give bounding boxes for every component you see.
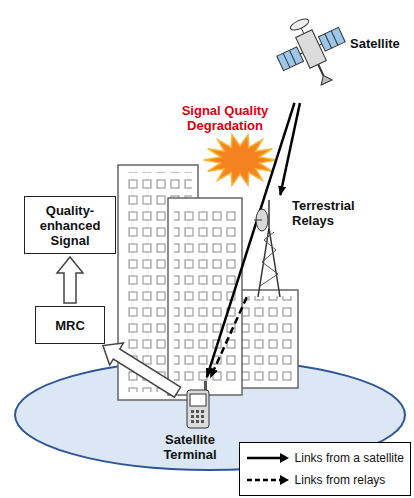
relay-tower-icon: Terrestrial Relays [248, 198, 290, 298]
satellite-icon: Satellite [275, 2, 347, 100]
process-flow-arrow [57, 257, 83, 303]
node-label: Terrestrial Relays [292, 198, 374, 228]
signal-link [207, 103, 295, 377]
signal-link [211, 297, 247, 377]
box-text: Quality-enhanced Signal [30, 203, 110, 248]
legend-row: Links from a satellite [246, 447, 404, 469]
legend-sample [246, 474, 290, 486]
signal-link [280, 103, 300, 195]
annotation-label: Signal Quality Degradation [175, 103, 275, 133]
legend-box: Links from a satelliteLinks from relays [239, 442, 411, 496]
box-text: MRC [55, 318, 85, 333]
legend-sample [246, 452, 290, 464]
node-label: Satellite [350, 36, 400, 51]
satellite-icon [275, 2, 347, 100]
terminal-icon: Satellite Terminal [180, 380, 216, 430]
process-box: MRC [35, 306, 105, 344]
legend-text: Links from a satellite [295, 451, 404, 465]
terminal-icon [180, 380, 216, 430]
node-label: Satellite Terminal [154, 432, 226, 462]
relay-tower-icon [248, 198, 290, 298]
process-flow-arrow [103, 343, 181, 397]
legend-text: Links from relays [295, 473, 386, 487]
process-box: Quality-enhanced Signal [24, 196, 116, 254]
degradation-burst [204, 135, 276, 186]
legend-row: Links from relays [246, 469, 404, 491]
building [168, 198, 242, 395]
